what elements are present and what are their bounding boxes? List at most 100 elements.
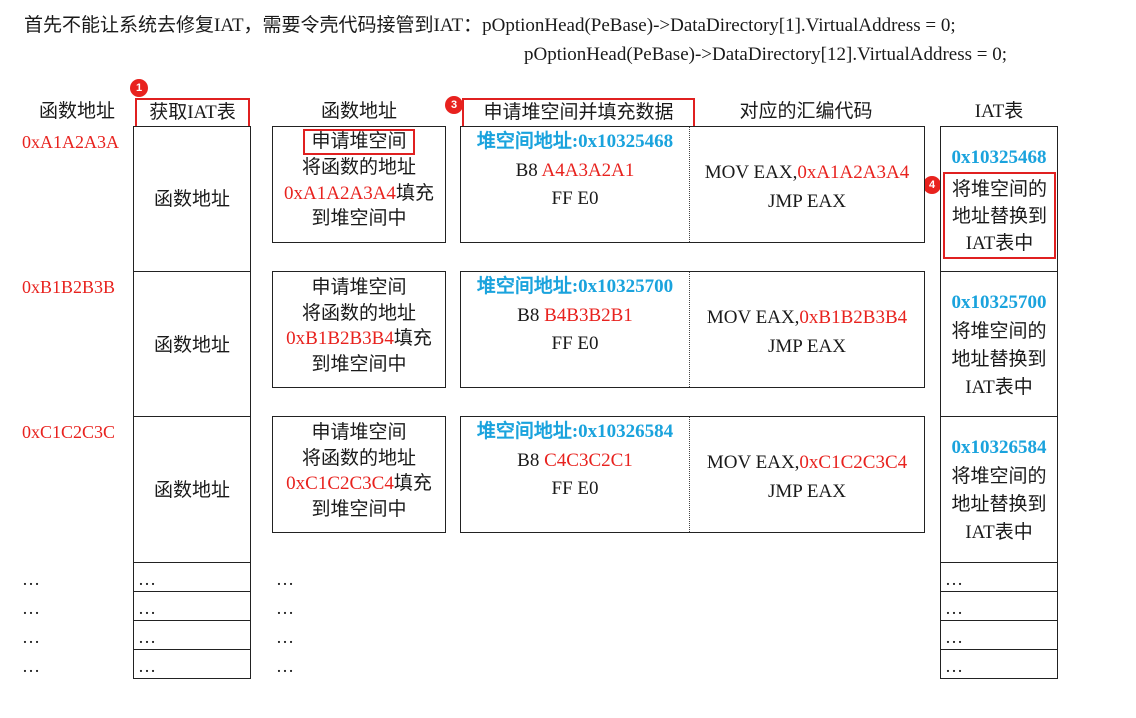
heap-byte-line: B8 B4B3B2B1: [461, 303, 689, 329]
asm-code-1: MOV EAX,0xA1A2A3A4 JMP EAX: [690, 160, 924, 214]
iat-slot-line-3: IAT表中: [965, 233, 1034, 254]
ellipsis: …: [276, 656, 294, 676]
asm-mov-value: 0xA1A2A3A4: [797, 162, 910, 183]
alloc-step-fill: 填充: [393, 328, 432, 349]
iat-slot-line-1: 将堆空间的: [951, 179, 1047, 200]
func-address-3: 0xC1C2C3C: [22, 422, 116, 442]
opcode-b8: B8: [517, 449, 540, 471]
iat-entry-more-4: [133, 649, 251, 679]
iat-slot-2: 0x10325700 将堆空间的 地址替换到 IAT表中: [940, 271, 1058, 417]
asm-mov-line: MOV EAX,0xC1C2C3C4: [690, 450, 924, 476]
alloc-step-line-4: 到堆空间中: [311, 498, 407, 520]
iat-slot-line-1: 将堆空间的: [951, 320, 1047, 342]
iat-slot-line-3: IAT表中: [965, 376, 1033, 398]
opcode-ff-e0: FF E0: [551, 188, 599, 209]
header-func-addr-mid: 函数地址: [320, 101, 397, 122]
ellipsis: …: [138, 598, 156, 618]
heap-address-label: 堆空间地址:0x10326584: [476, 421, 674, 442]
alloc-step-line-3: 0xA1A2A3A4填充: [273, 181, 445, 207]
heap-block-1: 堆空间地址:0x10325468 B8 A4A3A2A1 FF E0 MOV E…: [460, 126, 925, 243]
asm-code-3: MOV EAX,0xC1C2C3C4 JMP EAX: [690, 450, 924, 504]
iat-slot-line-1: 将堆空间的: [951, 465, 1047, 487]
iat-entry-label: 函数地址: [153, 335, 230, 356]
heap-bytes-2: 堆空间地址:0x10325700 B8 B4B3B2B1 FF E0: [461, 274, 689, 357]
iat-entry-1: 函数地址: [133, 126, 251, 272]
ellipsis: …: [138, 627, 156, 647]
ellipsis: …: [945, 598, 963, 618]
iat-slot-line-2: 地址替换到: [951, 493, 1047, 515]
asm-mov: MOV EAX,: [704, 162, 798, 183]
heap-divider: [689, 127, 690, 242]
iat-slot-address: 0x10325700: [951, 292, 1047, 313]
heap-bytes-3: 堆空间地址:0x10326584 B8 C4C3C2C1 FF E0: [461, 419, 689, 502]
alloc-step-box-3: 申请堆空间 将函数的地址 0xC1C2C3C4填充 到堆空间中: [272, 416, 446, 533]
step-badge-4: 4: [923, 176, 941, 194]
alloc-step-line-3: 0xB1B2B3B4填充: [273, 326, 445, 352]
iat-entry-more-1: [133, 562, 251, 592]
opcode-operand: C4C3C2C1: [544, 449, 633, 471]
alloc-step-line-1: 申请堆空间: [311, 422, 407, 443]
asm-jmp: JMP EAX: [768, 190, 846, 212]
alloc-step-highlight: 申请堆空间: [303, 129, 415, 155]
heap-byte-line: B8 C4C3C2C1: [461, 448, 689, 474]
iat-entry-label: 函数地址: [153, 189, 230, 210]
ellipsis: …: [276, 569, 294, 589]
alloc-step-line-2: 将函数的地址: [301, 447, 416, 469]
heap-address-label: 堆空间地址:0x10325468: [476, 131, 674, 152]
heap-divider: [689, 272, 690, 387]
iat-slot-line-3: IAT表中: [965, 521, 1033, 543]
alloc-step-line-4: 到堆空间中: [311, 208, 407, 229]
header-func-addr-left: 函数地址: [38, 101, 115, 122]
ellipsis: …: [22, 656, 40, 676]
heap-bytes-1: 堆空间地址:0x10325468 B8 A4A3A2A1 FF E0: [461, 129, 689, 212]
alloc-step-line-2: 将函数的地址: [301, 302, 416, 324]
iat-entry-label: 函数地址: [153, 480, 230, 501]
asm-code-2: MOV EAX,0xB1B2B3B4 JMP EAX: [690, 305, 924, 359]
header-alloc-fill: 申请堆空间并填充数据: [462, 98, 695, 128]
alloc-step-fill: 填充: [393, 473, 432, 494]
alloc-step-box-1: 申请堆空间 将函数的地址 0xA1A2A3A4填充 到堆空间中: [272, 126, 446, 243]
asm-jmp: JMP EAX: [768, 335, 846, 357]
intro-cn-text: 首先不能让系统去修复IAT，需要令壳代码接管到IAT：: [24, 15, 483, 36]
asm-mov-line: MOV EAX,0xB1B2B3B4: [690, 305, 924, 331]
iat-slot-address: 0x10325468: [951, 147, 1047, 168]
ellipsis: …: [22, 627, 40, 647]
ellipsis: …: [945, 627, 963, 647]
alloc-step-fill: 填充: [395, 182, 434, 204]
intro-code-1: pOptionHead(PeBase)->DataDirectory[1].Vi…: [482, 15, 956, 36]
ellipsis: …: [138, 569, 156, 589]
alloc-step-box-2: 申请堆空间 将函数的地址 0xB1B2B3B4填充 到堆空间中: [272, 271, 446, 388]
intro-code-2: pOptionHead(PeBase)->DataDirectory[12].V…: [524, 44, 1008, 65]
ellipsis: …: [945, 656, 963, 676]
header-asm: 对应的汇编代码: [739, 101, 873, 122]
iat-slot-more-4: [940, 649, 1058, 679]
header-get-iat: 获取IAT表: [135, 98, 250, 128]
iat-slot-line-2: 地址替换到: [951, 348, 1047, 370]
opcode-operand: A4A3A2A1: [541, 159, 635, 181]
heap-address-label: 堆空间地址:0x10325700: [476, 276, 674, 297]
iat-slot-address: 0x10326584: [951, 437, 1047, 458]
func-address-2: 0xB1B2B3B: [22, 277, 116, 297]
alloc-step-line-2: 将函数的地址: [301, 157, 416, 178]
asm-mov: MOV EAX,: [706, 307, 800, 328]
asm-mov: MOV EAX,: [706, 452, 800, 473]
ellipsis: …: [276, 598, 294, 618]
iat-entry-more-3: [133, 620, 251, 650]
alloc-step-address: 0xA1A2A3A4: [284, 182, 396, 204]
iat-entry-2: 函数地址: [133, 271, 251, 417]
iat-replace-highlight: 将堆空间的 地址替换到 IAT表中: [943, 172, 1056, 259]
alloc-step-line-4: 到堆空间中: [311, 353, 407, 375]
iat-slot-more-3: [940, 620, 1058, 650]
alloc-step-address: 0xC1C2C3C4: [286, 473, 394, 494]
step-badge-3: 3: [445, 96, 463, 114]
heap-block-2: 堆空间地址:0x10325700 B8 B4B3B2B1 FF E0 MOV E…: [460, 271, 925, 388]
alloc-step-address: 0xB1B2B3B4: [286, 328, 394, 349]
ellipsis: …: [945, 569, 963, 589]
step-badge-1: 1: [130, 79, 148, 97]
intro-line-1: 首先不能让系统去修复IAT，需要令壳代码接管到IAT：pOptionHead(P…: [24, 14, 956, 38]
iat-slot-line-2: 地址替换到: [951, 206, 1047, 227]
iat-slot-1: 0x10325468 将堆空间的 地址替换到 IAT表中: [940, 126, 1058, 272]
opcode-ff-e0: FF E0: [551, 478, 599, 499]
opcode-b8: B8: [515, 159, 538, 181]
opcode-b8: B8: [517, 304, 540, 326]
